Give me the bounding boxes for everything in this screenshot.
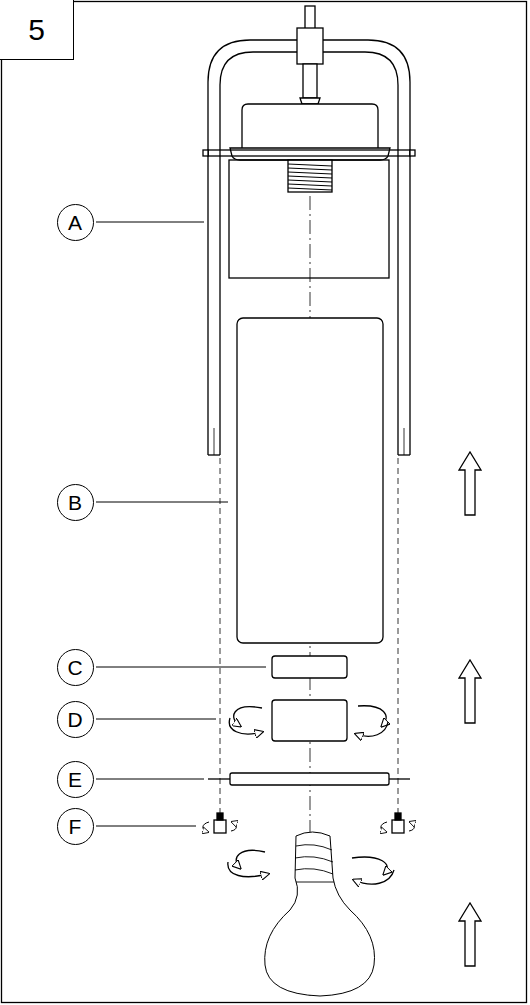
plate-pin (389, 778, 410, 779)
plate-pin (208, 778, 230, 779)
cross-bar (208, 150, 410, 156)
thread-line (288, 176, 332, 178)
tube-slot (214, 428, 215, 455)
leader-line (96, 779, 204, 780)
rotation-arrow (354, 870, 394, 884)
guide-line (220, 458, 221, 815)
rotation-arrow (409, 822, 414, 831)
nut-screw (217, 813, 223, 820)
bar-end (203, 150, 208, 156)
light-bulb (265, 832, 375, 996)
thread-line (288, 188, 332, 190)
rod-clamp (297, 28, 323, 64)
direction-arrow (459, 903, 481, 966)
callout-circle: D (57, 701, 94, 738)
leader-line (96, 502, 228, 503)
socket-ring (272, 700, 347, 741)
bar-end (410, 150, 415, 156)
nut-screw (395, 813, 401, 820)
callout-letter: C (67, 657, 82, 678)
rotation-arrow (231, 822, 236, 831)
rotation-arrow (229, 718, 262, 734)
rotation-arrow (236, 850, 265, 868)
bottom-plate (230, 773, 389, 785)
callout-letter: F (69, 816, 82, 837)
rotation-arrow (352, 857, 387, 874)
holder-body (229, 160, 389, 278)
canopy (242, 104, 378, 148)
callout-circle: A (57, 204, 94, 241)
callout-circle: F (57, 808, 94, 845)
callout-circle: C (57, 649, 94, 686)
thread-nipple (288, 160, 332, 192)
leader-line (96, 826, 196, 827)
nut (214, 820, 226, 833)
thread-line (288, 180, 332, 182)
guide-line (398, 458, 399, 815)
bulb-thread (295, 845, 334, 882)
callout-circle: B (57, 484, 94, 521)
rotation-arrow (228, 862, 268, 877)
thread-line (288, 172, 332, 174)
top-rod (305, 6, 315, 30)
tube-slot (404, 428, 405, 455)
leader-line (96, 222, 204, 223)
leader-line (96, 667, 266, 668)
rotation-arrow (234, 707, 262, 726)
callout-letter: E (68, 769, 82, 790)
rotation-arrow (356, 722, 388, 736)
thread-lines (288, 164, 332, 190)
thread-line (288, 168, 332, 170)
thread-line (288, 184, 332, 186)
step-number: 5 (28, 15, 45, 45)
ring (272, 656, 347, 678)
rotation-arrow (381, 822, 387, 832)
direction-arrow (459, 660, 481, 723)
rod-nut (300, 98, 320, 104)
thread-line (288, 164, 332, 166)
lamp-parts (96, 6, 481, 996)
glass-shade (237, 318, 383, 643)
callout-letter: A (68, 212, 82, 233)
callout-letter: B (68, 492, 82, 513)
leader-line (96, 719, 216, 720)
step-number-box: 5 (0, 0, 74, 60)
top-rod (303, 64, 317, 98)
direction-arrow (459, 452, 481, 515)
callout-circle: E (57, 761, 94, 798)
nut (392, 820, 404, 833)
rotation-arrow (358, 706, 386, 726)
rotation-arrow (203, 822, 209, 832)
callout-letter: D (67, 709, 82, 730)
